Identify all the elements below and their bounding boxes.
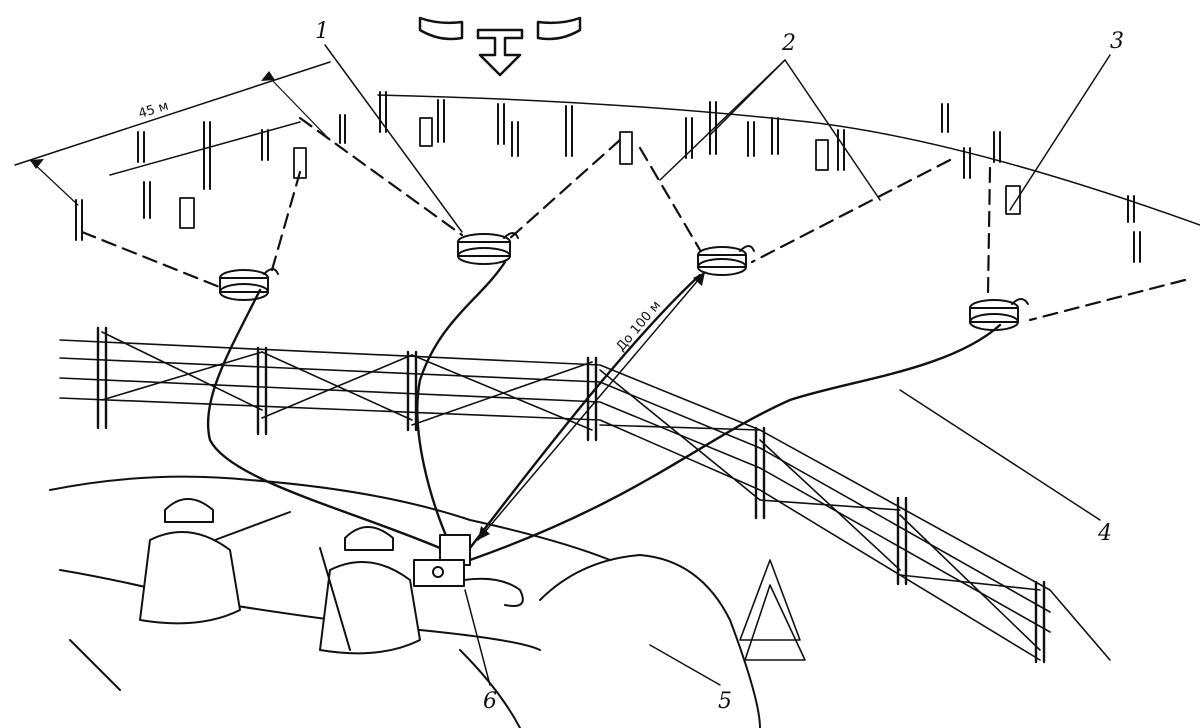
callout-5: 5 xyxy=(718,689,732,714)
rear-wire-line xyxy=(109,94,1200,226)
tree xyxy=(739,559,806,661)
stakes xyxy=(75,91,1141,263)
callout-2: 2 xyxy=(781,31,796,56)
range-label: До 100 м xyxy=(614,298,665,354)
enemy-direction-arrow-icon xyxy=(418,16,582,77)
callouts xyxy=(324,44,1111,686)
trench xyxy=(49,475,761,728)
range-dimension: До 100 м xyxy=(477,271,706,541)
kill-zone-lines xyxy=(80,116,1187,322)
callout-6: 6 xyxy=(483,689,497,714)
control-cables xyxy=(206,260,1002,562)
control-panel-icon xyxy=(413,534,524,607)
callout-1: 1 xyxy=(315,19,329,44)
callout-4: 4 xyxy=(1097,521,1112,546)
stake-mines xyxy=(179,117,1021,229)
fence-posts xyxy=(96,326,1046,664)
spacing-label: 45 м xyxy=(137,99,171,122)
callout-3: 3 xyxy=(1110,29,1124,54)
soldiers xyxy=(139,498,421,655)
directional-mine-icon xyxy=(219,232,1029,331)
spacing-dimension: 45 м xyxy=(14,61,331,206)
